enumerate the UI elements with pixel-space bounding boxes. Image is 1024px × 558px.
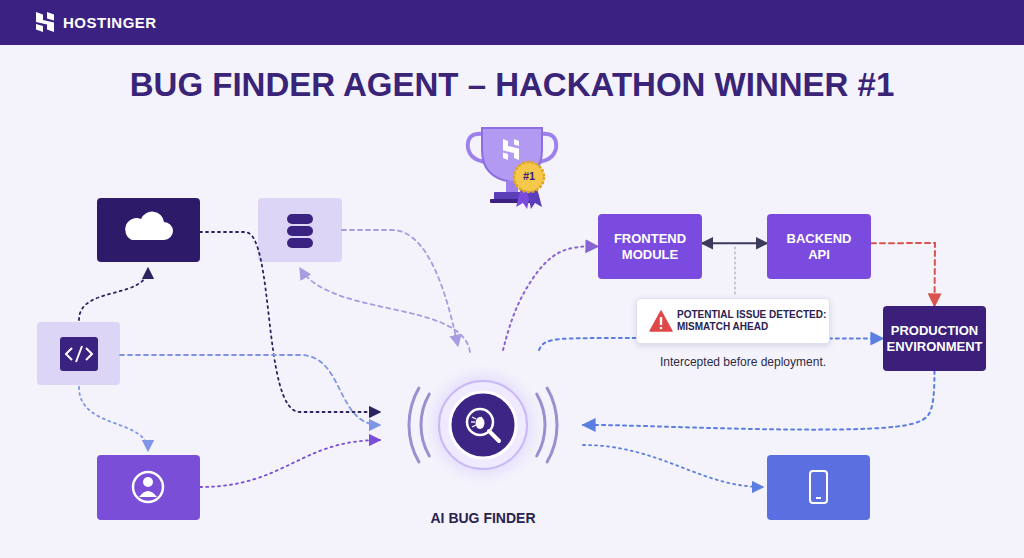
- trophy-logo: [503, 139, 519, 160]
- database-box: [258, 198, 342, 262]
- agent-circle: AI BUG FINDER: [383, 350, 583, 500]
- signal-arc: [547, 388, 557, 462]
- bug-leg: [478, 417, 482, 419]
- flow-arrow: [503, 246, 598, 350]
- flow-wire: [79, 268, 148, 320]
- alert-callout: POTENTIAL ISSUE DETECTED: MISMATCH AHEAD: [636, 298, 830, 344]
- flow-wire: [583, 445, 763, 487]
- callout-note: Intercepted before deployment.: [648, 355, 838, 369]
- icon-box: [767, 455, 870, 520]
- trophy-icon: [468, 128, 556, 209]
- flow-wire: [200, 440, 380, 487]
- agent-core: [450, 392, 516, 458]
- bug-leg: [471, 421, 475, 422]
- node-label: PRODUCTION ENVIRONMENT: [886, 323, 983, 355]
- phone-symbol: [810, 471, 827, 503]
- agent-symbol: [383, 350, 583, 500]
- node-label: FRONTEND MODULE: [610, 231, 690, 263]
- cloud-symbol: [125, 212, 173, 240]
- warning-icon: [649, 310, 673, 332]
- user-symbol: [139, 491, 157, 497]
- icon-box: [97, 198, 200, 262]
- database-symbol: [287, 214, 313, 224]
- brand-logo: [36, 12, 54, 32]
- flow-arrow: [702, 242, 767, 244]
- bug-leg: [472, 417, 476, 419]
- user-box: [97, 455, 200, 520]
- code-symbol: [60, 337, 98, 371]
- cloud-box: [97, 198, 200, 262]
- logo-shape: [503, 153, 508, 161]
- flow-wire: [342, 230, 458, 346]
- brand-name: HOSTINGER: [63, 14, 203, 31]
- database-symbol: [287, 238, 313, 248]
- phone-symbol: [816, 497, 821, 499]
- rank-badge: #1: [514, 170, 544, 182]
- flow-wire: [120, 355, 380, 425]
- award-badge: [514, 162, 544, 192]
- agent-label: AI BUG FINDER: [383, 510, 583, 527]
- icon-box: [258, 198, 342, 262]
- warning-triangle: [650, 311, 672, 331]
- logo-shape: [36, 24, 43, 32]
- code-symbol: [86, 348, 92, 360]
- logo-shape: [514, 139, 519, 146]
- code-box: [37, 322, 120, 385]
- flow-wire: [200, 232, 380, 412]
- agent-ring: [439, 381, 527, 469]
- glow-halo: [421, 363, 545, 487]
- flow-arrow: [871, 243, 935, 306]
- icon-box: [37, 322, 120, 385]
- module-box: FRONTEND MODULE: [598, 214, 702, 279]
- node-label: POTENTIAL ISSUE DETECTED: MISMATCH AHEAD: [677, 309, 829, 333]
- environment-box: PRODUCTION ENVIRONMENT: [883, 306, 986, 371]
- magnifier-handle: [489, 431, 499, 441]
- logo-shape: [503, 139, 519, 160]
- user-symbol: [143, 477, 153, 487]
- flow-wire: [300, 268, 470, 352]
- flow-wire: [79, 387, 148, 451]
- api-box: BACKEND API: [767, 214, 871, 279]
- diagram-title: BUG FINDER AGENT – HACKATHON WINNER #1: [0, 66, 1024, 104]
- signal-arc: [537, 394, 545, 456]
- node-label: BACKEND API: [779, 231, 859, 263]
- logo-shape: [36, 12, 54, 32]
- header-bar: [0, 0, 1024, 45]
- phone-box: [767, 455, 870, 520]
- bug-leg: [479, 421, 483, 422]
- code-symbol: [76, 346, 82, 362]
- bug-leg: [478, 425, 482, 427]
- signal-arc: [409, 388, 419, 462]
- code-symbol: [66, 348, 72, 360]
- icon-box: [97, 455, 200, 520]
- database-symbol: [287, 226, 313, 236]
- leader-line: [735, 247, 736, 297]
- warning-mark: [660, 317, 662, 325]
- user-symbol: [133, 472, 163, 502]
- signal-arc: [421, 394, 429, 456]
- logo-shape: [47, 12, 54, 21]
- flow-arrow: [583, 371, 935, 430]
- warning-mark: [660, 327, 663, 330]
- bug-leg: [472, 425, 476, 427]
- bug-body: [476, 417, 485, 429]
